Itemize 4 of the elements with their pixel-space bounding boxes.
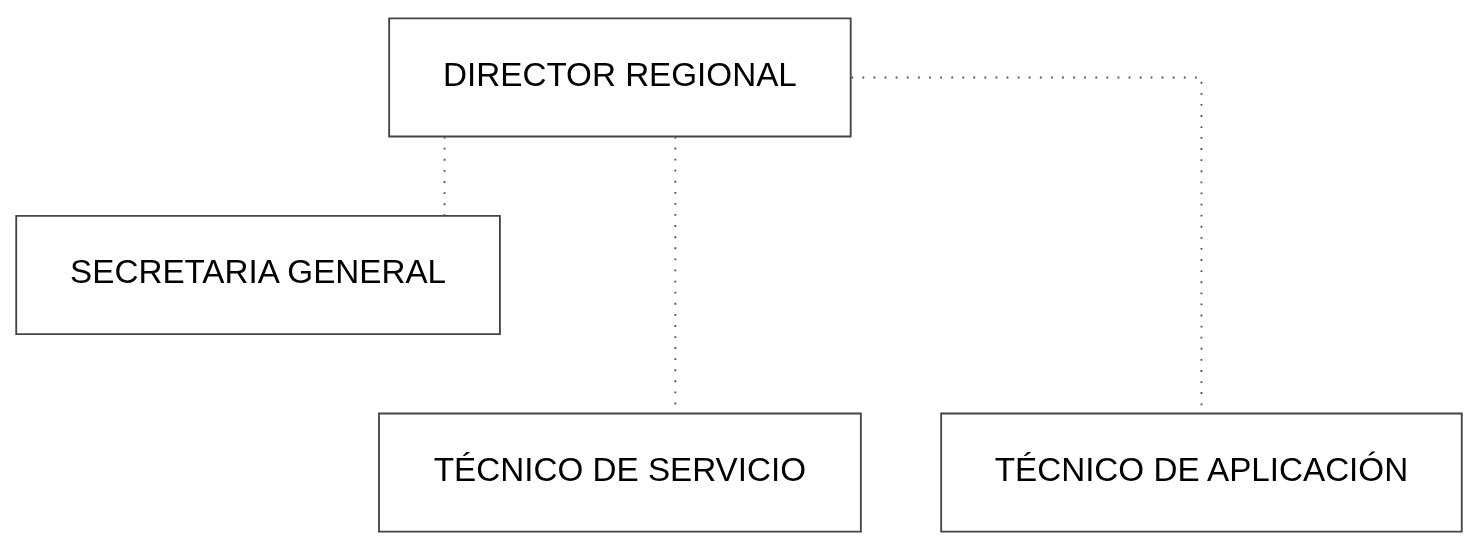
node-box: DIRECTOR REGIONAL	[388, 17, 852, 138]
node-box: TÉCNICO DE APLICACIÓN	[940, 412, 1463, 533]
node-box: SECRETARIA GENERAL	[15, 215, 501, 335]
node-box: TÉCNICO DE SERVICIO	[378, 412, 862, 533]
